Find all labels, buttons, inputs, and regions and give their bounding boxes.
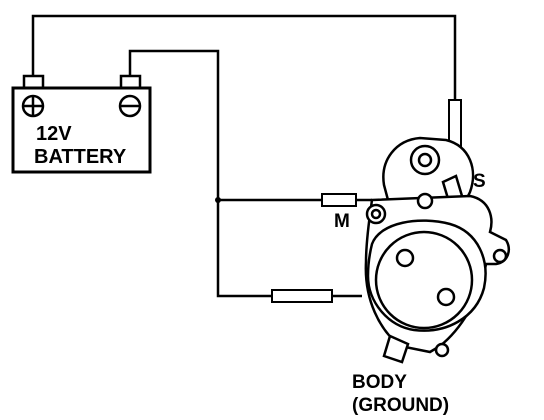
wires <box>31 14 457 298</box>
negative-post <box>119 74 142 90</box>
mount-bolt <box>434 342 450 358</box>
positive-post <box>22 74 45 90</box>
bolt-hole-3 <box>492 248 508 264</box>
terminal-stud <box>416 192 434 210</box>
battery-name-label: BATTERY <box>34 146 127 168</box>
face-plate <box>374 230 474 330</box>
solenoid-cap-center <box>417 152 433 168</box>
m-terminal-label: M <box>334 211 350 232</box>
plus-terminal-icon <box>21 94 45 118</box>
ground-wire-connector <box>271 289 333 303</box>
ground-label-line2: (GROUND) <box>352 395 449 416</box>
starter-motor <box>364 136 510 364</box>
battery-voltage-label: 12V <box>36 123 72 145</box>
bolt-hole-1 <box>395 248 415 268</box>
m-terminal-center <box>370 208 382 220</box>
battery: 12V BATTERY <box>11 74 152 174</box>
m-wire-connector <box>321 193 357 207</box>
positive-wire <box>31 14 457 102</box>
s-terminal-label: S <box>473 171 486 192</box>
ground-wire <box>216 200 274 298</box>
mounting-tab <box>382 334 410 364</box>
bolt-hole-2 <box>436 287 456 307</box>
negative-wire <box>128 49 220 200</box>
ground-label-line1: BODY <box>352 372 407 393</box>
minus-terminal-icon <box>118 94 142 118</box>
junction-dot <box>215 197 221 203</box>
